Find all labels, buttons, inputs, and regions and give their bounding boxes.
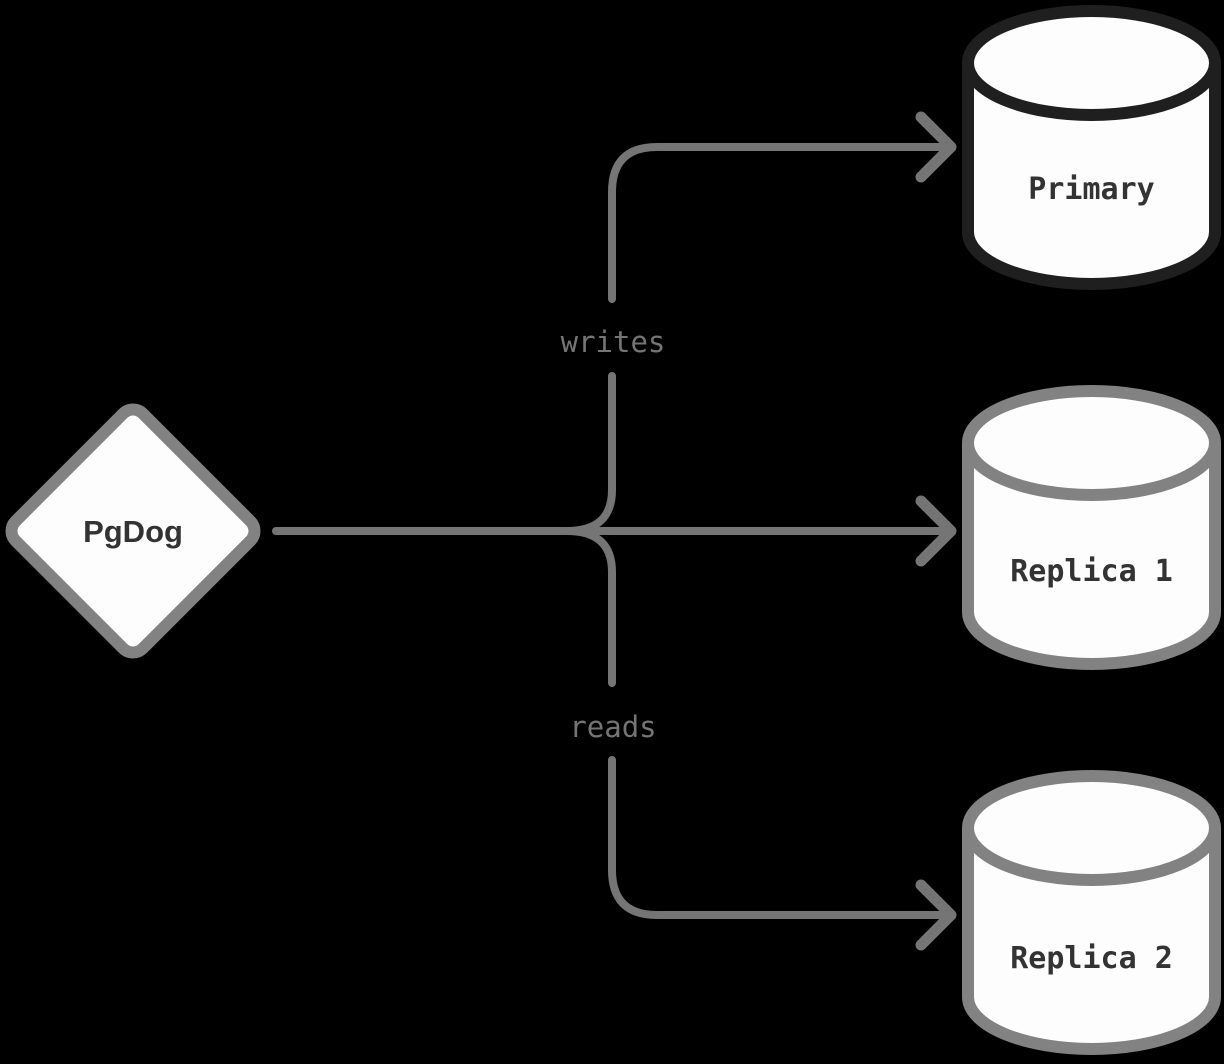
edge-label-reads: reads: [569, 710, 656, 744]
edges: [272, 111, 957, 951]
cylinder-body: [962, 443, 1221, 670]
edge-pgdog-replica2-lower-segment: [608, 756, 950, 919]
pgdog-node: PgDog: [5, 403, 261, 659]
replica1-label: Replica 1: [1010, 554, 1173, 589]
arrowhead-replica2: [915, 879, 957, 951]
cylinder-top: [962, 5, 1221, 121]
edge-label-writes: writes: [561, 325, 666, 359]
replica1-node: Replica 1: [962, 385, 1221, 670]
arrowhead-replica1: [915, 495, 957, 567]
edge-pgdog-replica2-upper-segment: [563, 527, 616, 687]
cylinder-top: [962, 770, 1221, 886]
edge-pgdog-primary-upper-segment: [608, 143, 950, 303]
replica2-label: Replica 2: [1010, 941, 1173, 976]
edge-pgdog-primary-lower-segment: [563, 372, 616, 535]
arrowhead-primary: [915, 111, 957, 183]
primary-node: Primary: [962, 5, 1221, 290]
cylinder-body: [962, 828, 1221, 1055]
replica2-node: Replica 2: [962, 770, 1221, 1055]
cylinder-body: [962, 63, 1221, 290]
pgdog-label: PgDog: [83, 514, 183, 549]
primary-label: Primary: [1028, 172, 1154, 207]
cylinder-top: [962, 385, 1221, 501]
diamond-shape: [5, 403, 261, 659]
